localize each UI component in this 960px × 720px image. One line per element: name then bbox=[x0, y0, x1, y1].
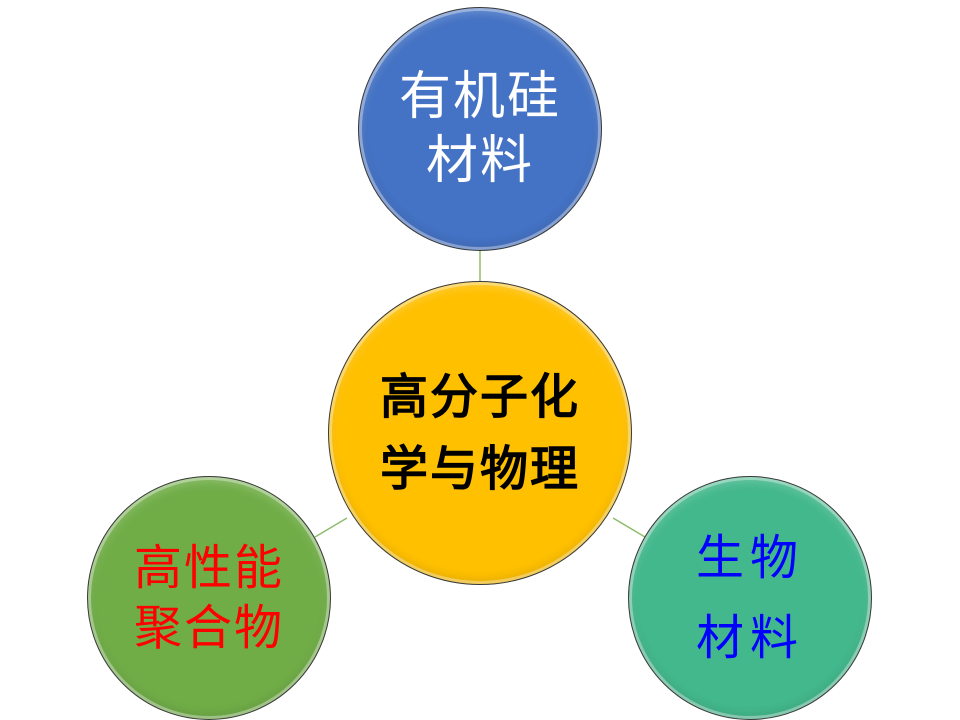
node-high-performance-polymers: 高性能 聚合物 bbox=[87, 476, 331, 720]
node-label-line: 生物 bbox=[695, 530, 804, 586]
node-label-line: 学与物理 bbox=[379, 441, 580, 497]
node-label-line: 材料 bbox=[695, 610, 804, 666]
node-label-line: 高性能 bbox=[133, 540, 284, 596]
connector-center-right bbox=[612, 517, 646, 538]
node-label-line: 材料 bbox=[425, 131, 534, 191]
node-polymer-chemistry-physics: 高分子化 学与物理 bbox=[328, 281, 632, 585]
node-label-line: 有机硅 bbox=[398, 67, 561, 127]
node-organosilicon-materials: 有机硅 材料 bbox=[358, 7, 602, 251]
connector-center-left bbox=[314, 517, 348, 538]
node-label-line: 高分子化 bbox=[379, 369, 580, 425]
node-label-line: 聚合物 bbox=[133, 600, 284, 656]
node-biomaterials: 生物 材料 bbox=[628, 476, 872, 720]
